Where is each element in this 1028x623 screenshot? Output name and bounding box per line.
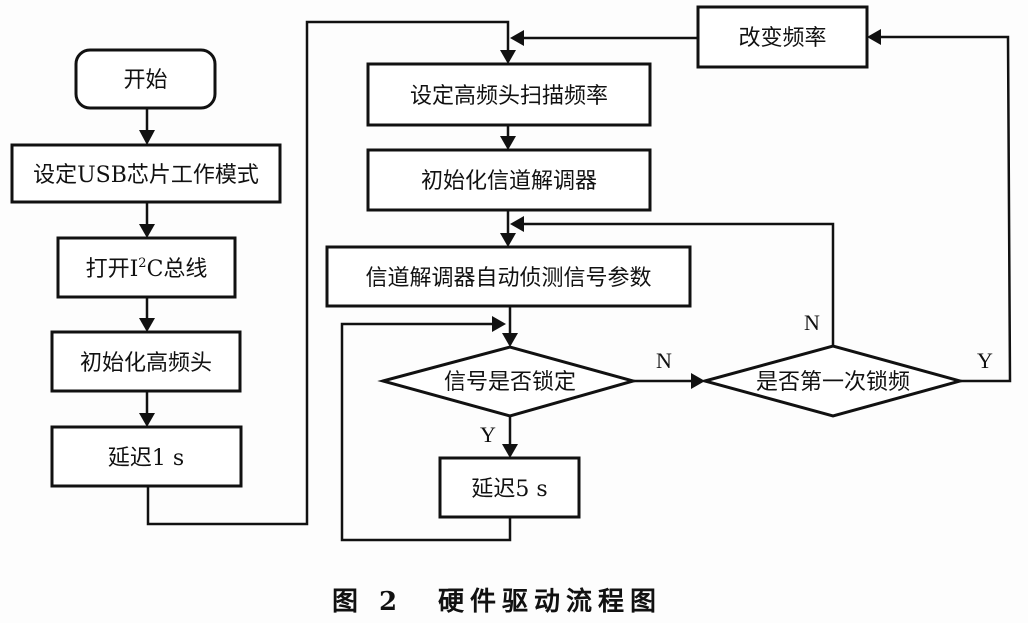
node-first-lock-label: 是否第一次锁频 bbox=[756, 370, 910, 395]
label-first-lock-yes: Y bbox=[977, 348, 993, 373]
arrow-head bbox=[139, 413, 155, 427]
node-open-i2c-label: 打开I2C总线 bbox=[86, 256, 208, 282]
node-change-freq: 改变频率 bbox=[696, 5, 869, 69]
arrow-head bbox=[500, 136, 516, 150]
arrow-head bbox=[139, 224, 155, 238]
node-start: 开始 bbox=[74, 48, 217, 110]
arrow-head bbox=[139, 318, 155, 332]
open-i2c-prefix: 打开I bbox=[86, 257, 139, 282]
node-init-demod-label: 初始化信道解调器 bbox=[421, 169, 597, 194]
node-set-usb-mode-label: 设定USB芯片工作模式 bbox=[33, 163, 259, 188]
label-is-locked-no: N bbox=[656, 348, 672, 373]
node-init-tuner: 初始化高频头 bbox=[50, 330, 242, 393]
arrow-head bbox=[510, 216, 524, 232]
open-i2c-suffix: C总线 bbox=[147, 257, 208, 282]
node-delay-5s: 延迟5 s bbox=[438, 456, 581, 519]
node-auto-detect-label: 信道解调器自动侦测信号参数 bbox=[365, 266, 651, 291]
arrow-head bbox=[510, 30, 524, 46]
arrow-head bbox=[691, 373, 705, 389]
arrow-head bbox=[139, 130, 155, 145]
node-set-scan-freq: 设定高频头扫描频率 bbox=[366, 62, 652, 127]
figure-caption-number: 图 2 bbox=[332, 587, 403, 617]
label-is-locked-yes: Y bbox=[480, 422, 496, 447]
node-auto-detect: 信道解调器自动侦测信号参数 bbox=[325, 245, 692, 308]
node-is-locked: 信号是否锁定 bbox=[377, 345, 639, 418]
arrow-head bbox=[500, 50, 516, 64]
label-first-lock-no: N bbox=[804, 310, 820, 335]
edge-delay1-to-scan-freq bbox=[146, 20, 510, 526]
open-i2c-superscript: 2 bbox=[138, 256, 146, 271]
arrow-head bbox=[867, 29, 881, 45]
arrow-head bbox=[502, 333, 518, 347]
edge-first-lock-yes-to-change-freq bbox=[877, 35, 1012, 383]
node-is-locked-label: 信号是否锁定 bbox=[444, 370, 576, 395]
arrow-head bbox=[502, 444, 518, 458]
node-delay-1s-label: 延迟1 s bbox=[108, 446, 184, 471]
edge-first-lock-no-to-auto-detect bbox=[520, 222, 835, 346]
figure-caption-title: 硬件驱动流程图 bbox=[438, 587, 662, 617]
node-set-scan-freq-label: 设定高频头扫描频率 bbox=[410, 84, 608, 109]
node-change-freq-label: 改变频率 bbox=[738, 26, 826, 51]
node-set-usb-mode: 设定USB芯片工作模式 bbox=[10, 143, 282, 204]
node-open-i2c: 打开I2C总线 bbox=[56, 236, 237, 299]
node-start-label: 开始 bbox=[123, 68, 167, 93]
arrow-head bbox=[492, 316, 506, 332]
node-init-tuner-label: 初始化高频头 bbox=[80, 351, 212, 376]
arrow-head bbox=[500, 233, 516, 247]
node-first-lock: 是否第一次锁频 bbox=[699, 344, 966, 418]
node-delay-1s: 延迟1 s bbox=[50, 425, 243, 488]
node-delay-5s-label: 延迟5 s bbox=[471, 477, 547, 502]
edge-delay5-to-is-locked bbox=[340, 322, 512, 542]
node-init-demod: 初始化信道解调器 bbox=[366, 148, 652, 212]
